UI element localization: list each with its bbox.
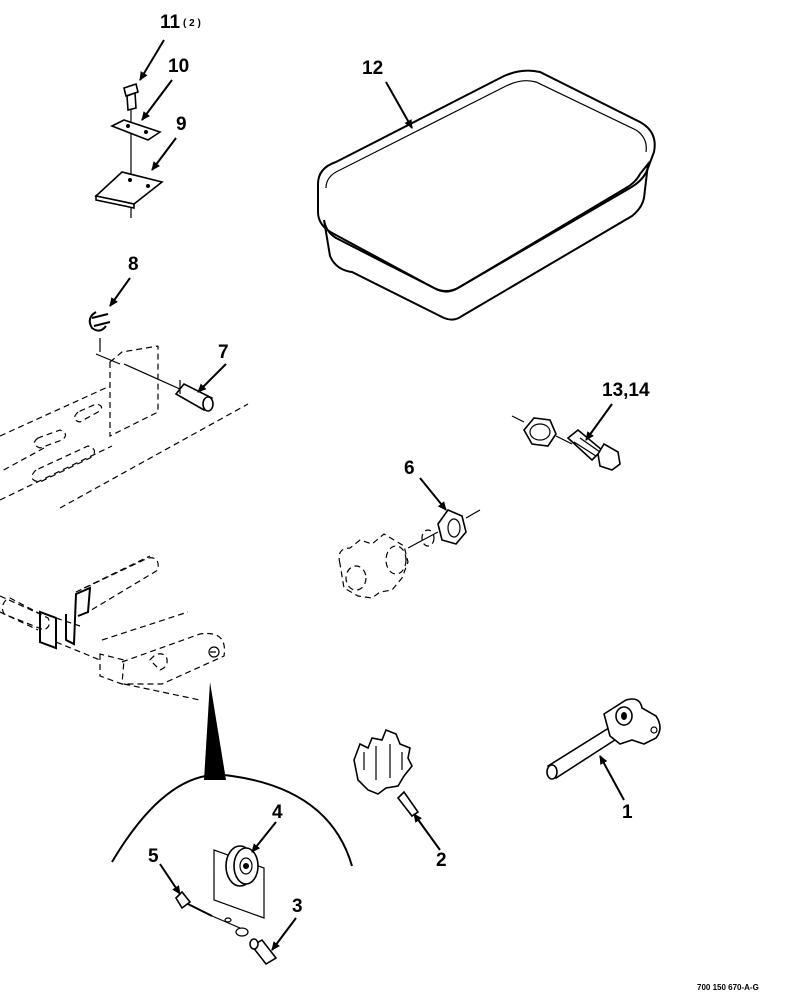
callout-9: 9 xyxy=(176,114,187,135)
callout-11: 11 xyxy=(160,12,181,33)
callout-1: 1 xyxy=(622,802,633,823)
hair-pin-part-8 xyxy=(88,311,111,352)
nut-part-6 xyxy=(407,509,481,549)
knife-part-9 xyxy=(94,171,164,209)
gear-sprocket-dashed xyxy=(338,533,409,599)
screw-part-3 xyxy=(249,938,278,966)
callout-4: 4 xyxy=(272,802,283,823)
callout-12: 12 xyxy=(362,58,383,79)
callout-3: 3 xyxy=(292,896,303,917)
pulley-part-4 xyxy=(213,845,265,919)
callout-13-14: 13,14 xyxy=(602,380,650,401)
callout-6: 6 xyxy=(404,458,415,479)
shaft-arm-assembly xyxy=(0,555,226,701)
bolt-part-11 xyxy=(123,82,139,112)
bolt-part-5 xyxy=(174,890,249,937)
callout-2: 2 xyxy=(436,850,447,871)
callout-8: 8 xyxy=(128,254,139,275)
pin-frame-part-7 xyxy=(0,345,249,509)
sprocket-part-2 xyxy=(353,728,413,795)
callout-11-quantity: ( 2 ) xyxy=(183,18,201,29)
callout-5: 5 xyxy=(148,846,159,867)
pin-part-7 xyxy=(174,380,214,412)
nut-bolt-part-13-14 xyxy=(511,415,621,471)
bolt-plate-knife-group xyxy=(94,82,164,218)
detail-wedge xyxy=(111,682,353,867)
pad-part-12 xyxy=(317,69,656,321)
shaft-part-1 xyxy=(546,698,661,780)
callout-10: 10 xyxy=(168,56,189,77)
callout-arrows xyxy=(109,39,625,951)
plate-part-10 xyxy=(110,119,162,141)
document-number: 700 150 670-A-G xyxy=(697,983,759,992)
callout-7: 7 xyxy=(218,342,229,363)
roll-pin-part-2 xyxy=(396,790,420,818)
